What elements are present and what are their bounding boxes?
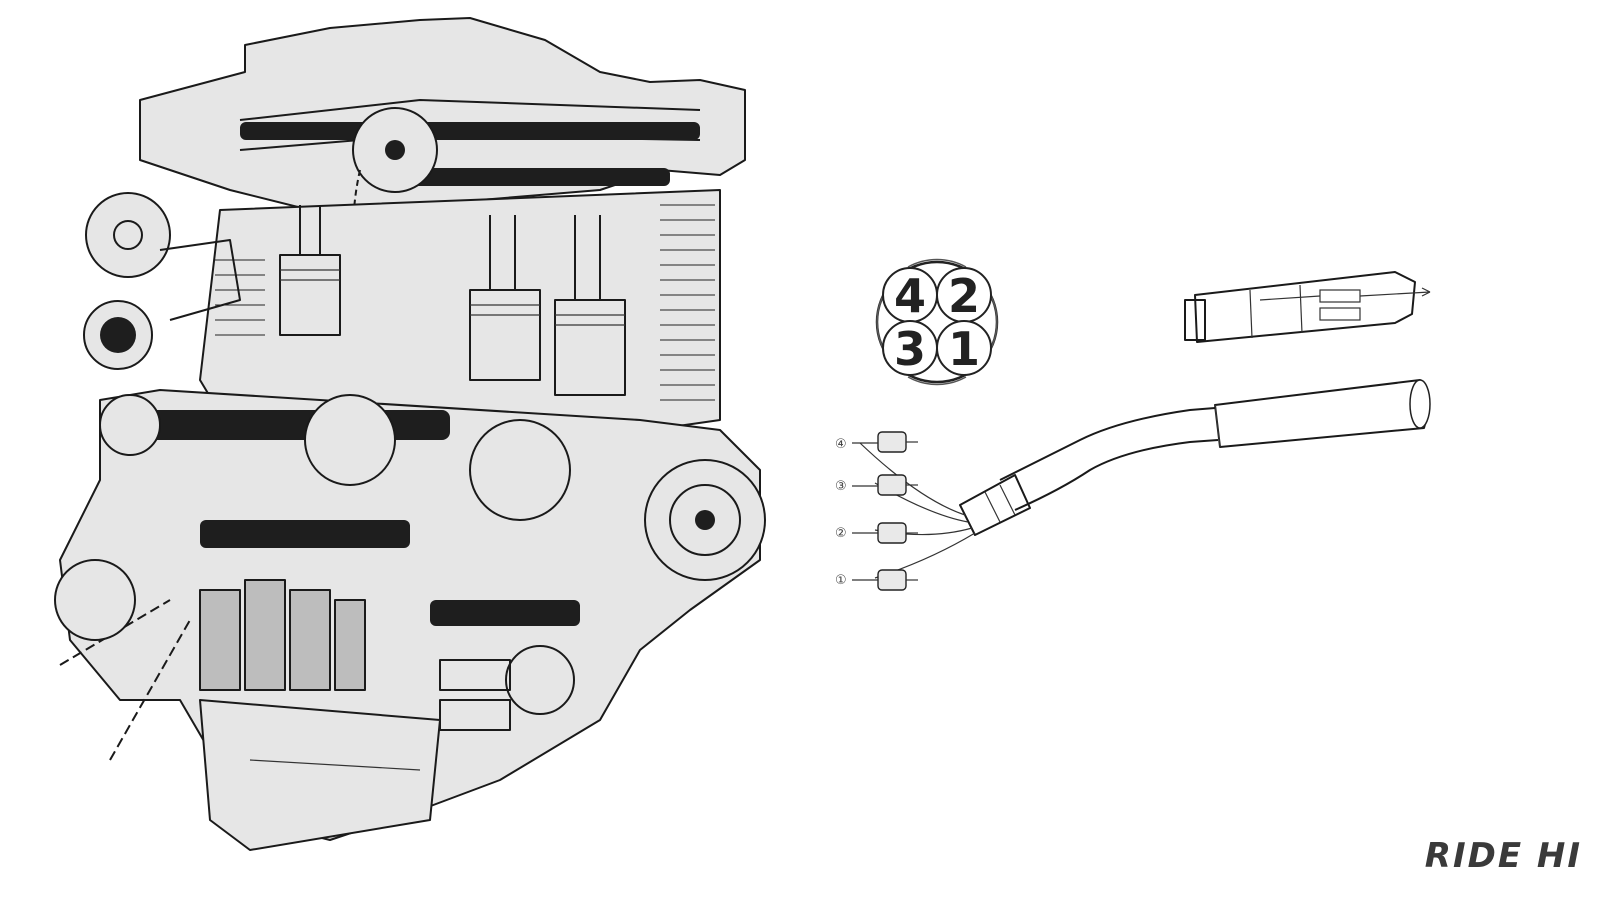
pipe-label-3: ③ <box>835 479 847 494</box>
cylinder-number-3: 3 <box>894 322 926 376</box>
pipe-label-2: ② <box>835 526 847 541</box>
gear-cluster <box>199 579 366 691</box>
muffler-cutaway <box>1184 271 1431 343</box>
engine-cutaway-illustration <box>54 17 766 851</box>
cylinder-number-2: 2 <box>948 269 980 323</box>
exhaust-assembly: ④ ③ ② ① <box>835 379 1431 591</box>
firing-order-diagram: 4 2 3 1 <box>875 258 999 386</box>
pipe-label-1: ① <box>835 573 847 588</box>
cylinder-number-1: 1 <box>948 322 980 376</box>
cylinder-number-4: 4 <box>894 269 926 323</box>
brand-logo: RIDE HI <box>1424 836 1582 876</box>
pipe-label-4: ④ <box>835 437 847 452</box>
